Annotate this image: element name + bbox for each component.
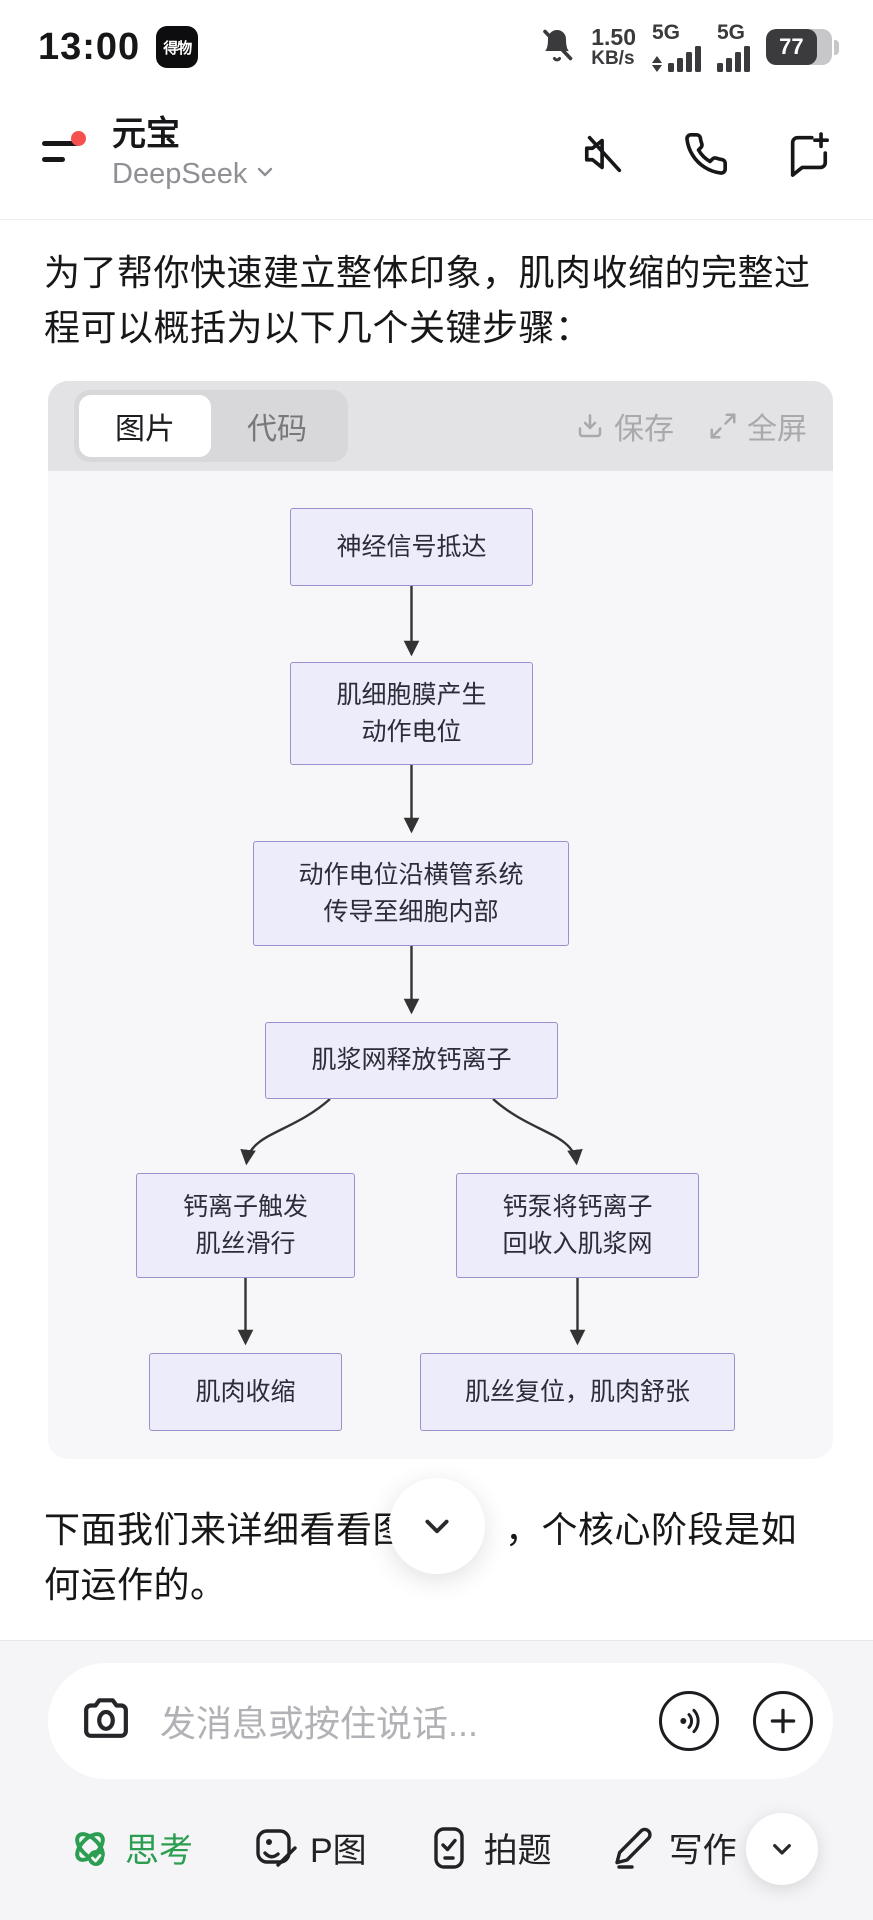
assistant-outro-text: 下面我们来详细看看图，个核心阶段是如何运作的。 bbox=[44, 1509, 798, 1606]
chevron-down-icon bbox=[425, 1519, 449, 1534]
model-name: DeepSeek bbox=[112, 157, 248, 190]
flow-node-B: 肌细胞膜产生动作电位 bbox=[290, 662, 533, 766]
menu-button[interactable] bbox=[42, 130, 86, 167]
new-chat-button[interactable] bbox=[785, 131, 831, 177]
plus-icon bbox=[770, 1708, 796, 1734]
composer-panel: 发消息或按住说话... bbox=[0, 1640, 873, 1920]
phone-call-button[interactable] bbox=[683, 131, 729, 177]
mute-bell-icon bbox=[539, 27, 575, 68]
tab-image[interactable]: 图片 bbox=[79, 395, 211, 458]
data-arrows-icon bbox=[652, 56, 662, 72]
scan-question-icon bbox=[433, 1826, 464, 1869]
artifact-card-header: 图片 代码 保存 bbox=[48, 381, 833, 472]
quick-tools-bar: 思考 P图 拍题 bbox=[66, 1823, 737, 1872]
chevron-down-icon bbox=[253, 160, 277, 189]
signal-bars-icon bbox=[668, 46, 701, 72]
expand-icon bbox=[710, 413, 736, 439]
network-speed: 1.50 KB/s bbox=[591, 23, 636, 70]
flow-node-C: 动作电位沿横管系统传导至细胞内部 bbox=[253, 841, 569, 947]
signal-sim1: 5G bbox=[652, 22, 701, 72]
add-attachment-button[interactable] bbox=[753, 1691, 813, 1751]
flow-node-F: 钙泵将钙离子回收入肌浆网 bbox=[456, 1173, 699, 1279]
tool-snap-question[interactable]: 拍题 bbox=[425, 1823, 552, 1872]
fullscreen-button[interactable]: 全屏 bbox=[708, 404, 807, 448]
tool-writing[interactable]: 写作 bbox=[610, 1823, 737, 1872]
flowchart-preview[interactable]: 神经信号抵达 肌细胞膜产生动作电位 动作电位沿横管系统传导至细胞内部 肌浆网释放… bbox=[48, 471, 833, 1460]
signal-bars-icon bbox=[717, 46, 750, 72]
deepthink-icon bbox=[75, 1831, 105, 1866]
image-edit-icon bbox=[256, 1828, 297, 1867]
page-title: 元宝 bbox=[112, 115, 180, 154]
tool-photo-edit[interactable]: P图 bbox=[251, 1823, 367, 1872]
model-selector[interactable]: DeepSeek bbox=[112, 158, 277, 191]
battery-indicator: 77 bbox=[766, 29, 839, 65]
download-icon bbox=[578, 414, 602, 438]
save-button[interactable]: 保存 bbox=[575, 404, 674, 448]
voice-wave-icon bbox=[680, 1708, 700, 1734]
flow-node-H: 肌丝复位，肌肉舒张 bbox=[420, 1353, 735, 1432]
app-header: 元宝 DeepSeek bbox=[0, 88, 873, 220]
mute-speaker-button[interactable] bbox=[581, 131, 627, 177]
signal-sim2: 5G bbox=[717, 22, 750, 72]
notification-dot bbox=[71, 130, 86, 146]
assistant-intro-text: 为了帮你快速建立整体印象，肌肉收缩的完整过程可以概括为以下几个关键步骤： bbox=[44, 252, 811, 348]
notification-app-badge: 得物 bbox=[156, 26, 199, 68]
flow-node-G: 肌肉收缩 bbox=[149, 1353, 342, 1432]
flow-node-E: 钙离子触发肌丝滑行 bbox=[136, 1173, 355, 1279]
chevron-down-icon bbox=[773, 1844, 791, 1855]
view-switcher: 图片 代码 bbox=[74, 390, 348, 463]
pencil-icon bbox=[614, 1827, 652, 1869]
collapse-tools-button[interactable] bbox=[746, 1813, 818, 1885]
tool-think[interactable]: 思考 bbox=[66, 1823, 193, 1872]
input-placeholder: 发消息或按住说话... bbox=[160, 1703, 479, 1744]
artifact-card: 图片 代码 保存 bbox=[48, 381, 833, 1460]
message-input[interactable]: 发消息或按住说话... bbox=[48, 1663, 833, 1779]
flow-node-A: 神经信号抵达 bbox=[290, 508, 533, 587]
voice-call-button[interactable] bbox=[659, 1691, 719, 1751]
flow-node-D: 肌浆网释放钙离子 bbox=[265, 1022, 558, 1100]
flowchart-edges bbox=[237, 586, 586, 1346]
clock: 13:00 bbox=[38, 25, 141, 68]
tab-code[interactable]: 代码 bbox=[247, 413, 307, 447]
scroll-to-bottom-button[interactable] bbox=[389, 1478, 485, 1574]
status-bar: 13:00 得物 1.50 KB/s 5G bbox=[0, 0, 873, 88]
camera-icon[interactable] bbox=[78, 1691, 134, 1752]
chat-area: 为了帮你快速建立整体印象，肌肉收缩的完整过程可以概括为以下几个关键步骤： 图片 … bbox=[0, 220, 873, 1613]
